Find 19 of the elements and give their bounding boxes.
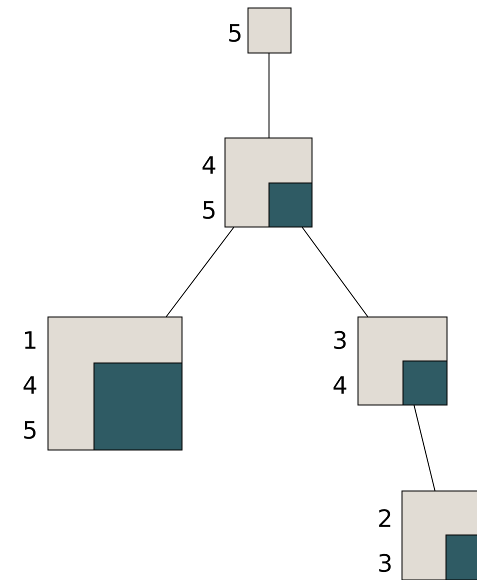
number-label: 2	[379, 509, 390, 527]
number-label: 5	[24, 421, 36, 439]
square-box	[48, 316, 182, 450]
number-label: 3	[334, 330, 346, 350]
connector-line	[302, 226, 368, 318]
square-box	[224, 138, 312, 228]
number-label: 1	[25, 331, 36, 349]
number-label: 3	[379, 554, 391, 572]
connector-line	[268, 52, 270, 138]
square-box	[358, 316, 448, 406]
square-box	[248, 8, 292, 54]
number-label: 4	[334, 376, 346, 394]
connector-line	[166, 226, 234, 318]
number-label: 4	[24, 376, 36, 394]
number-label: 5	[229, 24, 241, 42]
number-label: 4	[202, 156, 216, 174]
connector-line	[414, 404, 436, 492]
square-box	[402, 490, 477, 580]
number-label: 5	[203, 201, 215, 219]
